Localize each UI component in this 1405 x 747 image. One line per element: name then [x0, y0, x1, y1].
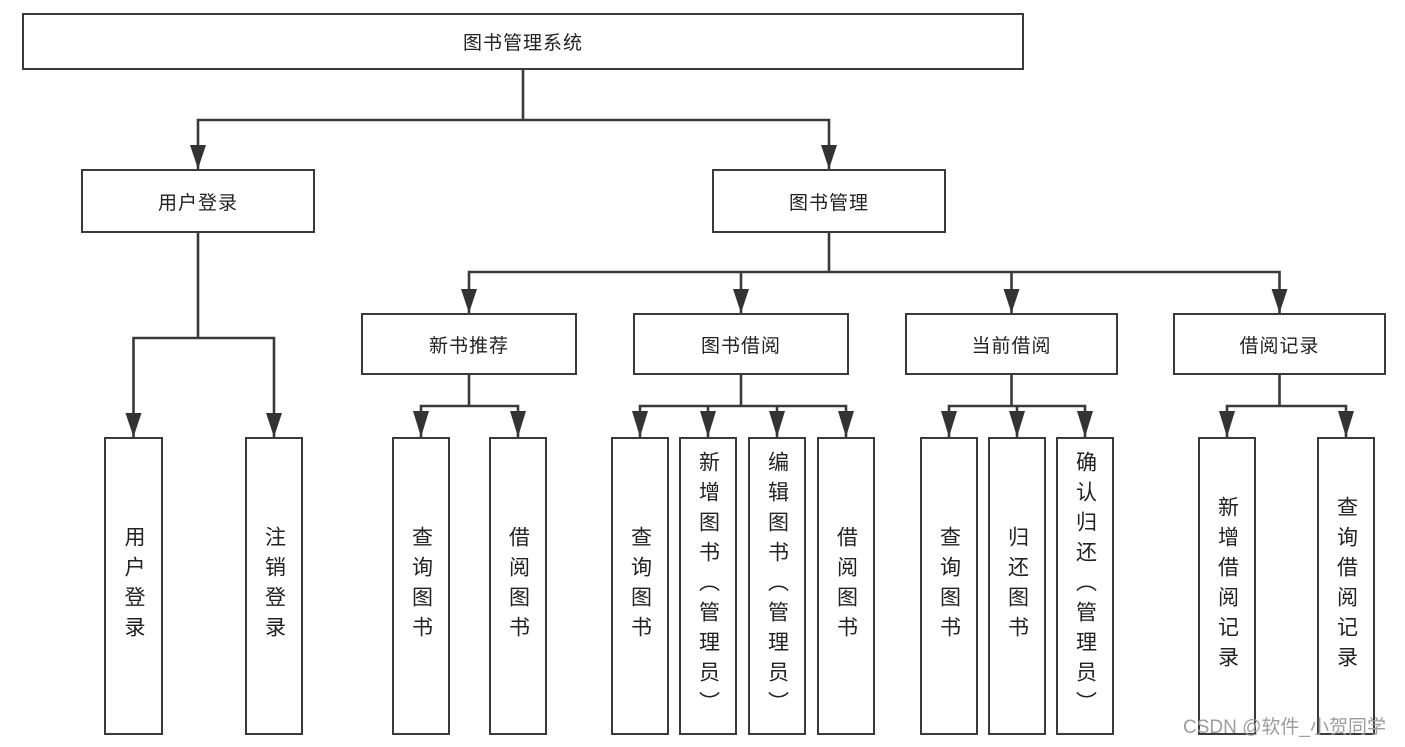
leaf-logout: 注销登录 [245, 437, 303, 735]
leaf-borrow-books: 借阅图书 [817, 437, 875, 735]
arrowhead [632, 411, 648, 437]
leaf-query-books-current: 查询图书 [920, 437, 978, 735]
level3-bar [467, 270, 1281, 313]
leaf-label: 归还图书 [1005, 526, 1029, 646]
node-new-book-recommendation: 新书推荐 [361, 313, 577, 375]
user-login-bar [132, 336, 276, 437]
leaf-label: 查询借阅记录 [1334, 496, 1358, 676]
leaf-add-books-admin: 新增图书（管理员） [679, 437, 737, 735]
leaf-label: 查询图书 [628, 526, 652, 646]
leaf-add-borrow-record: 新增借阅记录 [1198, 437, 1256, 735]
arrowhead [941, 411, 957, 437]
leaf-label: 查询图书 [409, 526, 433, 646]
leaf-label: 借阅图书 [506, 526, 530, 646]
leaf-label: 用户登录 [122, 526, 145, 646]
leaf-confirm-return-admin: 确认归还（管理员） [1056, 437, 1114, 735]
arrowhead [700, 411, 716, 437]
arrowhead [266, 413, 282, 437]
arrowhead [1077, 411, 1093, 437]
leaf-query-books-recommend: 查询图书 [392, 437, 450, 735]
node-borrowing-records: 借阅记录 [1173, 313, 1386, 375]
new-book-bar [419, 404, 520, 437]
leaf-edit-books-admin: 编辑图书（管理员） [748, 437, 806, 735]
leaf-label: 注销登录 [262, 526, 286, 646]
node-book-management: 图书管理 [712, 169, 946, 233]
leaf-user-login: 用户登录 [104, 437, 163, 735]
leaf-label: 查询图书 [937, 526, 961, 646]
leaf-label: 新增借阅记录 [1215, 496, 1239, 676]
borrowing-bar [638, 404, 848, 437]
leaf-query-books-borrowing: 查询图书 [611, 437, 669, 735]
leaf-label: 确认归还（管理员） [1073, 451, 1097, 721]
arrowhead [1271, 289, 1288, 313]
arrowhead [1338, 411, 1354, 437]
arrowhead [190, 145, 206, 169]
arrowhead [413, 411, 429, 437]
leaf-borrow-books-recommend: 借阅图书 [489, 437, 547, 735]
arrowhead [1219, 411, 1235, 437]
node-current-borrowing: 当前借阅 [905, 313, 1118, 375]
leaf-query-borrow-record: 查询借阅记录 [1317, 437, 1375, 735]
arrowhead [461, 289, 477, 313]
arrowhead [1009, 411, 1025, 437]
node-user-login: 用户登录 [81, 169, 315, 233]
leaf-label: 新增图书（管理员） [696, 451, 720, 721]
arrowhead [1003, 289, 1020, 313]
arrowhead [125, 413, 142, 437]
node-book-borrowing: 图书借阅 [633, 313, 849, 375]
csdn-watermark: CSDN @软件_小贺同学 [1183, 717, 1386, 738]
arrowhead [838, 411, 854, 437]
leaf-return-books: 归还图书 [988, 437, 1046, 735]
leaf-label: 借阅图书 [834, 526, 858, 646]
leaf-label: 编辑图书（管理员） [765, 451, 789, 721]
arrowhead [769, 411, 785, 437]
node-library-management-system: 图书管理系统 [22, 13, 1024, 70]
arrowhead [510, 411, 526, 437]
arrowhead [733, 289, 749, 313]
arrowhead [821, 145, 837, 169]
records-bar [1225, 404, 1348, 437]
level2-bar [196, 118, 831, 169]
